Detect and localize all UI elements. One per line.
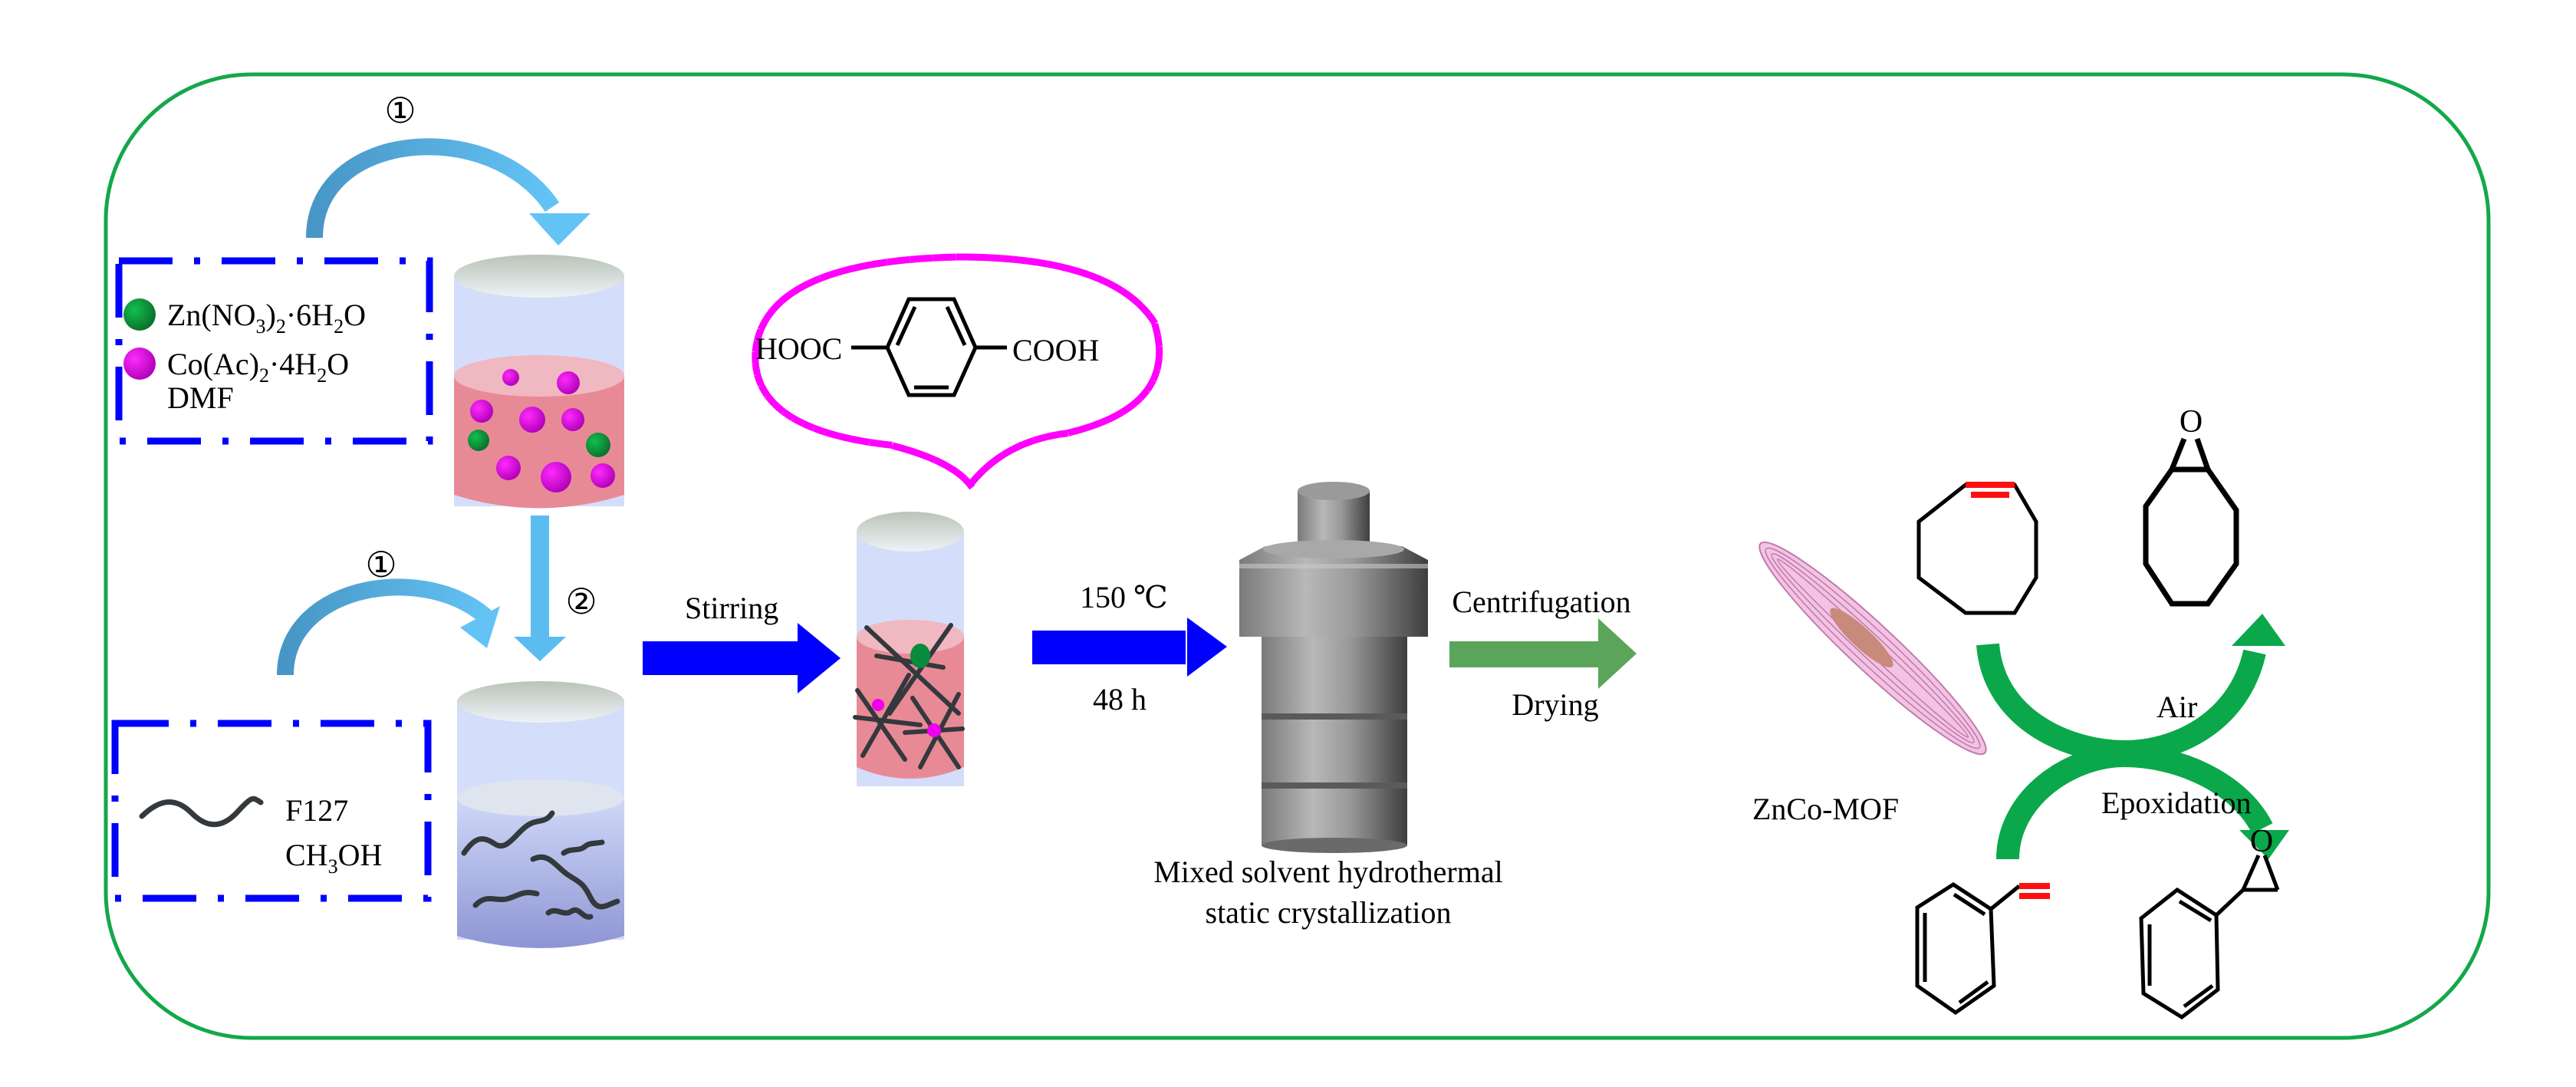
ligand-bubble — [752, 253, 1163, 491]
step1-bottom-label: ① — [365, 545, 396, 585]
reagent-box-2 — [111, 720, 432, 902]
styrene-oxide-structure — [2139, 854, 2280, 1020]
beaker-2 — [457, 681, 624, 948]
terephthalic-acid-structure — [851, 297, 1007, 397]
duration-label: 48 h — [1093, 682, 1147, 716]
step1-bottom-arrow — [277, 578, 500, 676]
ligand-right-group: COOH — [1012, 333, 1099, 367]
reactor-caption-line2: static crystallization — [1206, 895, 1452, 930]
step1-top-label: ① — [384, 91, 416, 130]
cyclooctene-oxide-structure — [2143, 437, 2239, 607]
drying-label: Drying — [1512, 687, 1598, 722]
f127-chain-icon — [139, 795, 264, 828]
step2-label: ② — [565, 582, 597, 621]
product-label: ZnCo-MOF — [1752, 792, 1899, 826]
beaker-3 — [853, 512, 965, 786]
znco-mof-crystal-icon — [1758, 541, 1987, 756]
cyclooctene-structure — [1916, 482, 2038, 615]
styrene-structure — [1915, 882, 2050, 1016]
ligand-left-group: HOOC — [755, 331, 842, 366]
reactor-caption-line1: Mixed solvent hydrothermal — [1153, 855, 1502, 889]
outer-frame — [104, 72, 2491, 1040]
drying-arrow — [1449, 618, 1637, 689]
autoclave-reactor-icon — [1239, 482, 1428, 853]
oxygen-label-2: O — [2250, 824, 2273, 859]
co-sphere-icon — [123, 348, 156, 380]
reagent-dmf: DMF — [167, 380, 234, 415]
reaction-label: Epoxidation — [2101, 786, 2252, 820]
centrifugation-label: Centrifugation — [1452, 585, 1630, 619]
reagent-zn-nitrate: Zn(NO3)2·6H2O — [167, 298, 366, 338]
beaker-1 — [454, 255, 624, 509]
reagent-f127: F127 — [285, 793, 348, 828]
heating-arrow — [1032, 618, 1227, 677]
oxidant-label: Air — [2157, 690, 2197, 724]
reagent-methanol: CH3OH — [285, 838, 382, 878]
reagent-co-acetate: Co(Ac)2·4H2O — [167, 347, 349, 387]
zn-sphere-icon — [123, 298, 156, 331]
step2-down-arrow — [514, 516, 566, 661]
stirring-arrow — [643, 623, 841, 693]
catalytic-cycle-arrows — [1976, 614, 2289, 860]
stirring-label: Stirring — [685, 591, 778, 625]
temperature-label: 150 ℃ — [1080, 580, 1168, 614]
reagent-box-1 — [115, 257, 433, 445]
step1-top-arrow — [306, 138, 591, 245]
oxygen-label-1: O — [2180, 404, 2203, 440]
